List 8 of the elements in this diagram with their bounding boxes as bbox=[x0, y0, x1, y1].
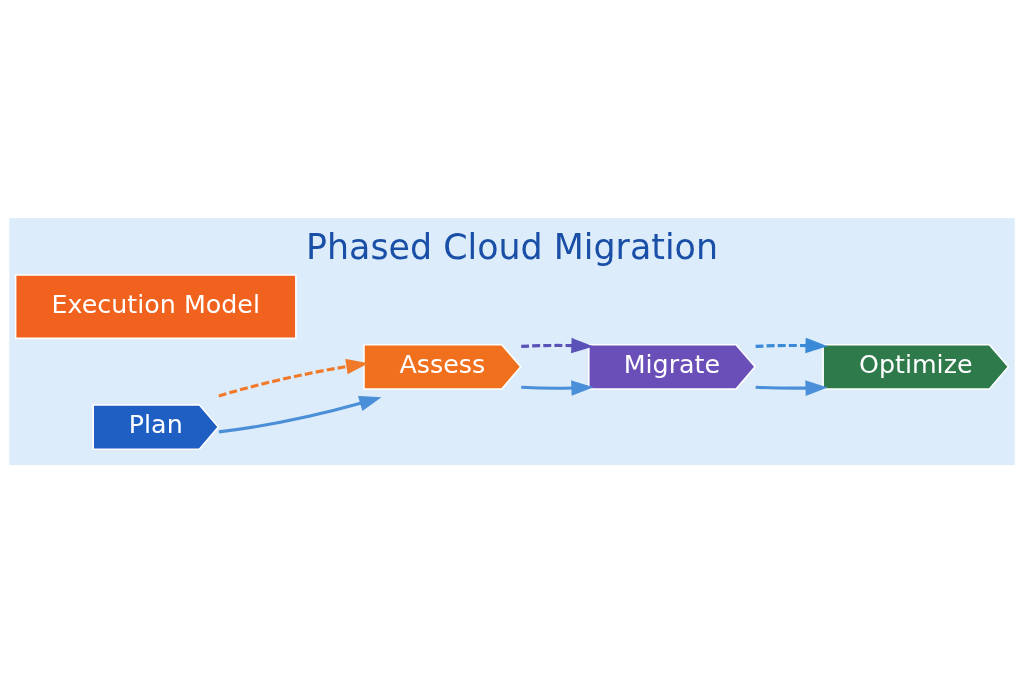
arrow bbox=[218, 395, 382, 434]
diagram-title: Phased Cloud Migration bbox=[306, 226, 718, 267]
arrow bbox=[218, 358, 369, 398]
arrow bbox=[521, 380, 594, 396]
arrow bbox=[521, 337, 594, 354]
label: Execution Model bbox=[51, 288, 260, 319]
arrow bbox=[755, 380, 828, 396]
arrow bbox=[755, 337, 828, 354]
